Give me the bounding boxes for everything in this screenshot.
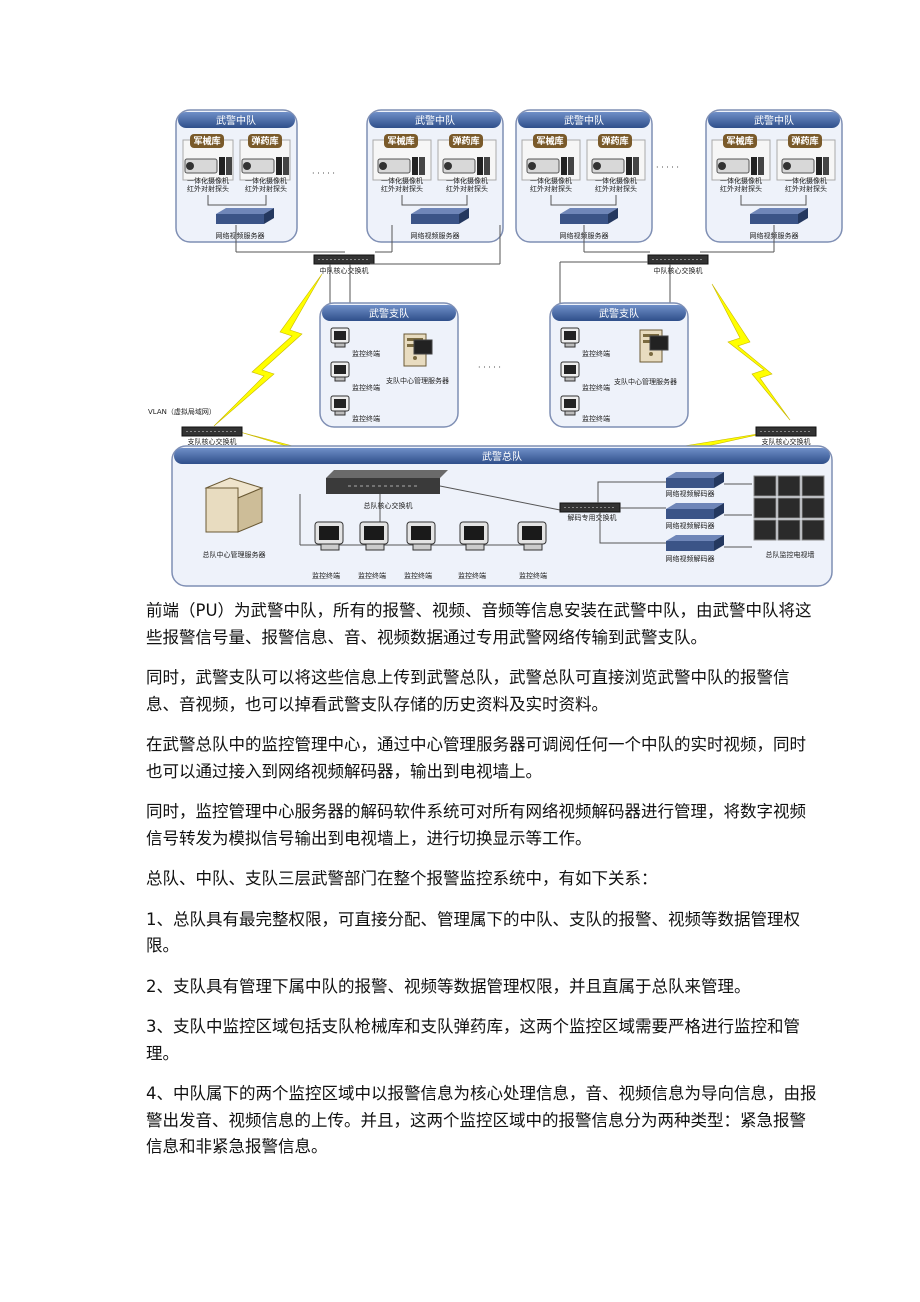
svg-text:弹药库: 弹药库: [601, 135, 628, 147]
svg-text:监控终端: 监控终端: [352, 414, 380, 423]
svg-text:中队核心交换机: 中队核心交换机: [654, 266, 703, 275]
zhongdui-box-3: 武警中队 军械库 弹药库 一体化摄像机 红外对射探头 一体化摄像机 红外对射探头…: [515, 109, 653, 243]
svg-text:武警支队: 武警支队: [369, 307, 409, 320]
svg-text:武警总队: 武警总队: [482, 450, 522, 463]
zhidui-core-switch-left: 支队核心交换机: [181, 426, 243, 446]
svg-text:红外对射探头: 红外对射探头: [595, 184, 637, 193]
ellipsis-left: · · · · ·: [312, 169, 335, 178]
zhongdui-box-1: 武警中队 军械库 弹药库 一体化摄像机 红外对射探头 一体化摄像机 红外对射探头…: [175, 109, 298, 243]
svg-text:监控终端: 监控终端: [582, 414, 610, 423]
svg-text:弹药库: 弹药库: [251, 135, 278, 147]
svg-text:红外对射探头: 红外对射探头: [530, 184, 572, 193]
svg-text:武警支队: 武警支队: [599, 307, 639, 320]
svg-text:解码专用交换机: 解码专用交换机: [568, 513, 617, 522]
svg-text:军械库: 军械库: [726, 135, 753, 147]
svg-text:红外对射探头: 红外对射探头: [720, 184, 762, 193]
svg-text:一体化摄像机: 一体化摄像机: [720, 176, 762, 185]
paragraph-9: 4、中队属下的两个监控区域中以报警信息为核心处理信息，音、视频信息为导向信息，由…: [146, 1084, 817, 1156]
svg-text:支队中心管理服务器: 支队中心管理服务器: [386, 376, 449, 385]
svg-text:监控终端: 监控终端: [312, 571, 340, 580]
svg-text:一体化摄像机: 一体化摄像机: [245, 176, 287, 185]
zhidui-core-switch-right: 支队核心交换机: [755, 426, 817, 446]
svg-text:网络视频解码器: 网络视频解码器: [666, 521, 715, 530]
zhongdui-box-4: 武警中队 军械库 弹药库 一体化摄像机 红外对射探头 一体化摄像机 红外对射探头…: [705, 109, 843, 243]
svg-text:红外对射探头: 红外对射探头: [381, 184, 423, 193]
svg-text:总队监控电视墙: 总队监控电视墙: [766, 550, 815, 559]
svg-text:军械库: 军械库: [193, 135, 220, 147]
network-topology-diagram: 武警中队 军械库 弹药库 一体化摄像机 红外对射探头 一体化摄像机 红外对射探头…: [148, 109, 843, 587]
svg-text:军械库: 军械库: [536, 135, 563, 147]
paragraph-5: 总队、中队、支队三层武警部门在整个报警监控系统中，有如下关系：: [146, 869, 658, 888]
svg-text:一体化摄像机: 一体化摄像机: [381, 176, 423, 185]
paragraph-1: 前端（PU）为武警中队，所有的报警、视频、音频等信息安装在武警中队，由武警中队将…: [146, 601, 812, 647]
svg-text:网络视频解码器: 网络视频解码器: [666, 489, 715, 498]
zhongdui-core-switch-left: 中队核心交换机: [235, 225, 501, 310]
paragraph-3: 在武警总队中的监控管理中心，通过中心管理服务器可调阅任何一个中队的实时视频，同时…: [146, 735, 806, 781]
svg-text:红外对射探头: 红外对射探头: [785, 184, 827, 193]
svg-text:监控终端: 监控终端: [404, 571, 432, 580]
ellipsis-right: · · · · ·: [656, 163, 679, 172]
ellipsis-middle: · · · · ·: [478, 363, 501, 372]
svg-text:监控终端: 监控终端: [458, 571, 486, 580]
svg-text:武警中队: 武警中队: [564, 114, 604, 127]
svg-text:一体化摄像机: 一体化摄像机: [785, 176, 827, 185]
zongdui-box: 武警总队 总队核心交换机 总队中心管理服务器 监控终端 监控终端 监控终端 监控…: [171, 445, 833, 587]
zhongdui-box-2: 武警中队 军械库 弹药库 一体化摄像机 红外对射探头 一体化摄像机 红外对射探头…: [366, 109, 504, 243]
svg-text:监控终端: 监控终端: [358, 571, 386, 580]
zhidui-box-right: 武警支队 监控终端 监控终端 监控终端 支队中心管理服务器: [549, 302, 689, 428]
svg-text:支队核心交换机: 支队核心交换机: [762, 437, 811, 446]
svg-text:总队中心管理服务器: 总队中心管理服务器: [203, 550, 266, 559]
svg-text:支队核心交换机: 支队核心交换机: [188, 437, 237, 446]
vlan-label: VLAN（虚拟局域网）: [148, 407, 216, 416]
paragraph-6: 1、总队具有最完整权限，可直接分配、管理属下的中队、支队的报警、视频等数据管理权…: [146, 909, 800, 956]
svg-text:红外对射探头: 红外对射探头: [245, 184, 287, 193]
svg-text:一体化摄像机: 一体化摄像机: [530, 176, 572, 185]
svg-text:弹药库: 弹药库: [452, 135, 479, 147]
svg-text:网络视频服务器: 网络视频服务器: [411, 231, 460, 240]
document-body: 前端（PU）为武警中队，所有的报警、视频、音频等信息安装在武警中队，由武警中队将…: [146, 598, 818, 1175]
svg-text:一体化摄像机: 一体化摄像机: [187, 176, 229, 185]
svg-text:总队核心交换机: 总队核心交换机: [364, 501, 413, 510]
svg-text:军械库: 军械库: [387, 135, 414, 147]
svg-text:中队核心交换机: 中队核心交换机: [320, 266, 369, 275]
svg-text:武警中队: 武警中队: [754, 114, 794, 127]
svg-text:支队中心管理服务器: 支队中心管理服务器: [614, 377, 677, 386]
paragraph-7: 2、支队具有管理下属中队的报警、视频等数据管理权限，并且直属于总队来管理。: [146, 976, 751, 996]
svg-text:监控终端: 监控终端: [519, 571, 547, 580]
svg-text:一体化摄像机: 一体化摄像机: [595, 176, 637, 185]
svg-text:武警中队: 武警中队: [415, 114, 455, 127]
paragraph-8: 3、支队中监控区域包括支队枪械库和支队弹药库，这两个监控区域需要严格进行监控和管…: [146, 1017, 800, 1063]
svg-text:网络视频解码器: 网络视频解码器: [666, 554, 715, 563]
paragraph-2: 同时，武警支队可以将这些信息上传到武警总队，武警总队可直接浏览武警中队的报警信息…: [146, 668, 790, 714]
paragraph-4: 同时，监控管理中心服务器的解码软件系统可对所有网络视频解码器进行管理，将数字视频…: [146, 802, 806, 848]
svg-text:武警中队: 武警中队: [216, 114, 256, 127]
svg-text:监控终端: 监控终端: [582, 349, 610, 358]
svg-text:监控终端: 监控终端: [582, 383, 610, 392]
svg-text:网络视频服务器: 网络视频服务器: [216, 231, 265, 240]
svg-text:红外对射探头: 红外对射探头: [187, 184, 229, 193]
tv-wall: [753, 475, 825, 541]
svg-text:监控终端: 监控终端: [352, 349, 380, 358]
svg-text:一体化摄像机: 一体化摄像机: [446, 176, 488, 185]
zhidui-box-left: 武警支队 监控终端 监控终端 监控终端 支队中心管理服务器: [319, 302, 459, 428]
svg-text:监控终端: 监控终端: [352, 383, 380, 392]
svg-text:弹药库: 弹药库: [791, 135, 818, 147]
svg-text:红外对射探头: 红外对射探头: [446, 184, 488, 193]
